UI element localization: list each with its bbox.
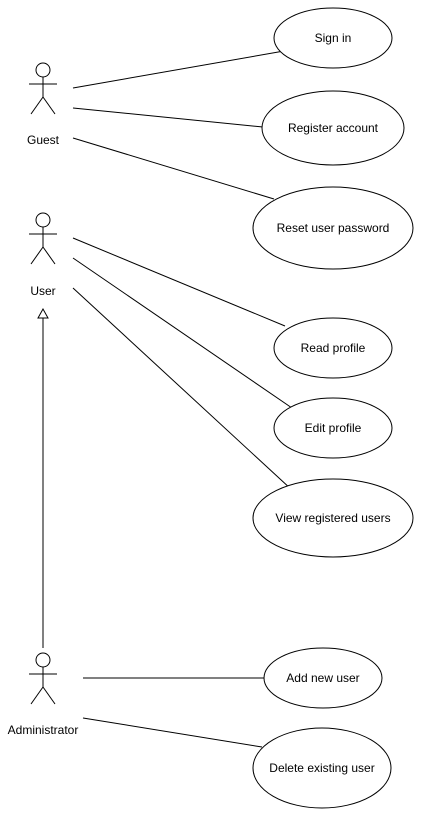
use-case-label-delete-existing-user: Delete existing user [269, 761, 374, 775]
association-guest-register-account [72, 107, 264, 128]
use-case-add-new-user[interactable]: Add new user [263, 647, 383, 709]
use-case-label-register-account: Register account [288, 121, 379, 135]
association-user-read-profile [72, 237, 286, 327]
stick-figure-icon [29, 212, 57, 265]
use-case-sign-in[interactable]: Sign in [273, 7, 393, 69]
actor-label-administrator: Administrator [8, 723, 79, 737]
associations [72, 50, 293, 748]
actor-label-guest: Guest [27, 133, 60, 147]
use-case-read-profile[interactable]: Read profile [273, 317, 393, 379]
actor-user[interactable]: User [29, 212, 57, 298]
association-user-view-registered-users [72, 287, 293, 491]
association-administrator-delete-existing-user [82, 717, 263, 748]
use-case-label-view-registered-users: View registered users [275, 511, 390, 525]
use-case-label-reset-user-password: Reset user password [277, 221, 390, 235]
association-user-edit-profile [72, 257, 293, 409]
use-case-delete-existing-user[interactable]: Delete existing user [252, 727, 392, 809]
use-case-label-add-new-user: Add new user [286, 671, 359, 685]
stick-figure-icon [29, 652, 57, 705]
use-case-label-sign-in: Sign in [315, 31, 352, 45]
actor-guest[interactable]: Guest [27, 62, 60, 147]
use-case-reset-user-password[interactable]: Reset user password [252, 186, 414, 270]
use-case-label-read-profile: Read profile [301, 341, 366, 355]
association-guest-sign-in [72, 50, 285, 89]
stick-figure-icon [29, 62, 57, 115]
use-case-edit-profile[interactable]: Edit profile [273, 397, 393, 459]
generalization-arrowhead [37, 307, 49, 319]
use-case-view-registered-users[interactable]: View registered users [252, 478, 414, 558]
association-guest-reset-user-password [72, 137, 275, 200]
use-case-register-account[interactable]: Register account [261, 90, 405, 166]
actor-label-user: User [30, 284, 55, 298]
use-case-label-edit-profile: Edit profile [305, 421, 362, 435]
actor-administrator[interactable]: Administrator [8, 652, 79, 737]
generalization-administrator-user [37, 307, 49, 648]
